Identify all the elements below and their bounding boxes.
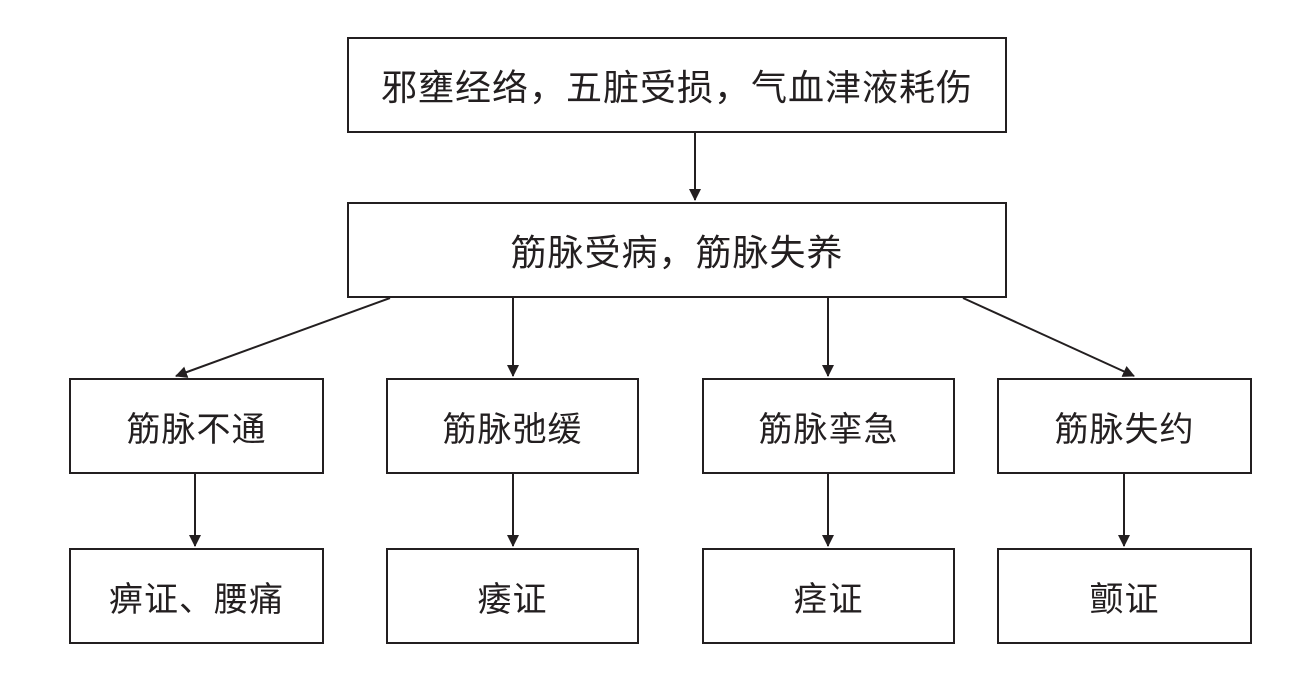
branch-node-label: 筋脉不通: [126, 409, 267, 450]
result-node-1: 痹证、腰痛: [69, 548, 324, 644]
middle-node: 筋脉受病，筋脉失养: [347, 202, 1007, 298]
result-node-4: 颤证: [997, 548, 1252, 644]
middle-node-label: 筋脉受病，筋脉失养: [510, 233, 844, 274]
arrow-middle-to-branch-4: [962, 297, 1135, 377]
branch-node-2: 筋脉弛缓: [386, 378, 639, 474]
branch-node-label: 筋脉失约: [1054, 409, 1195, 450]
root-node: 邪壅经络，五脏受损，气血津液耗伤: [347, 37, 1007, 133]
branch-node-4: 筋脉失约: [997, 378, 1252, 474]
result-node-label: 颤证: [1089, 579, 1160, 620]
branch-node-1: 筋脉不通: [69, 378, 324, 474]
branch-node-label: 筋脉挛急: [758, 409, 899, 450]
result-node-label: 痿证: [477, 579, 548, 620]
result-node-label: 痹证、腰痛: [109, 579, 284, 620]
result-node-label: 痉证: [793, 579, 864, 620]
branch-node-3: 筋脉挛急: [702, 378, 955, 474]
result-node-3: 痉证: [702, 548, 955, 644]
arrow-middle-to-branch-1: [175, 297, 391, 378]
result-node-2: 痿证: [386, 548, 639, 644]
root-node-label: 邪壅经络，五脏受损，气血津液耗伤: [380, 68, 973, 109]
branch-node-label: 筋脉弛缓: [442, 409, 583, 450]
